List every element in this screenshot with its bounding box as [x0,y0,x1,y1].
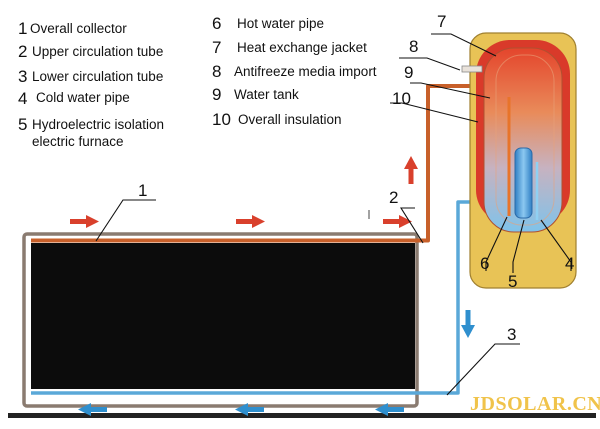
leader-2 [400,207,424,244]
callout-leaders [95,33,572,396]
solar-collector [22,232,419,408]
legend-number: 1 [18,19,27,38]
upper-circulation-tube [31,84,493,243]
leader-8 [399,57,461,71]
collector-panel [31,243,415,389]
callout-2: 2 [389,188,398,207]
legend-item-2: 2 Upper circulation tube [18,42,163,61]
legend-label-line2: electric furnace [32,134,124,149]
leader-1 [95,199,156,242]
legend-label: Water tank [234,87,299,102]
left-arrow-cold [375,403,404,416]
electric-heater-element [514,147,533,219]
callout-6: 6 [480,254,489,273]
cold-flow-arrows [78,310,475,416]
up-arrow-hot [404,156,418,184]
water-tank-assembly [461,32,577,289]
legend-item-7: 7 Heat exchange jacket [212,38,367,57]
legend-label: Hot water pipe [237,16,324,31]
legend-label: Overall insulation [238,112,342,127]
tank-inner-wall [495,54,555,226]
legend-number: 2 [18,42,27,61]
leader-4 [540,219,572,271]
leader-6 [485,216,508,271]
left-arrow-cold [78,403,107,416]
leader-10 [390,102,479,123]
legend-label: Hydroelectric isolation [32,117,164,132]
legend-number: 9 [212,85,221,104]
antifreeze-import-fitting [461,65,483,73]
leader-3 [446,343,520,396]
leader-5 [512,219,525,273]
legend-label: Heat exchange jacket [237,40,367,55]
right-arrow-hot [383,215,412,228]
legend-number: 6 [212,14,221,33]
legend: 1 Overall collector 2 Upper circulation … [18,14,377,149]
callout-3: 3 [507,325,516,344]
legend-item-8: 8 Antifreeze media import [212,62,377,81]
legend-label: Lower circulation tube [32,69,163,84]
callout-7: 7 [437,12,446,31]
legend-label: Upper circulation tube [32,44,163,59]
legend-number: 3 [18,67,27,86]
legend-number: 8 [212,62,221,81]
hot-circulation-pipe [31,84,493,243]
legend-item-4: 4 Cold water pipe [18,89,130,108]
callout-4: 4 [565,254,574,273]
leader-7 [431,33,497,57]
down-arrow-cold [461,310,475,338]
callout-8: 8 [409,37,418,56]
water-tank [483,47,563,233]
callout-9: 9 [404,63,413,82]
legend-item-1: 1 Overall collector [18,19,127,38]
hot-flow-arrows [70,156,418,228]
callout-10: 10 [392,89,411,108]
ground-line [8,413,596,418]
legend-number: 10 [212,110,231,129]
legend-number: 4 [18,89,27,108]
left-arrow-cold [235,403,264,416]
legend-number: 7 [212,38,221,57]
callout-numbers: 1 2 3 4 5 6 7 8 9 10 [138,12,574,344]
right-arrow-hot [236,215,265,228]
legend-item-5: 5 Hydroelectric isolation electric furna… [18,115,164,149]
legend-item-3: 3 Lower circulation tube [18,67,163,86]
leader-9 [410,82,491,99]
watermark: JDSOLAR.CN [470,393,600,415]
legend-number: 5 [18,115,27,134]
legend-item-10: 10 Overall insulation [212,110,342,129]
legend-item-6: 6 Hot water pipe [212,14,324,33]
callout-5: 5 [508,272,517,291]
legend-label: Overall collector [30,21,127,36]
callout-1: 1 [138,181,147,200]
legend-item-9: 9 Water tank [212,85,299,104]
right-arrow-hot [70,215,99,228]
legend-label: Cold water pipe [36,90,130,105]
legend-label: Antifreeze media import [234,64,377,79]
